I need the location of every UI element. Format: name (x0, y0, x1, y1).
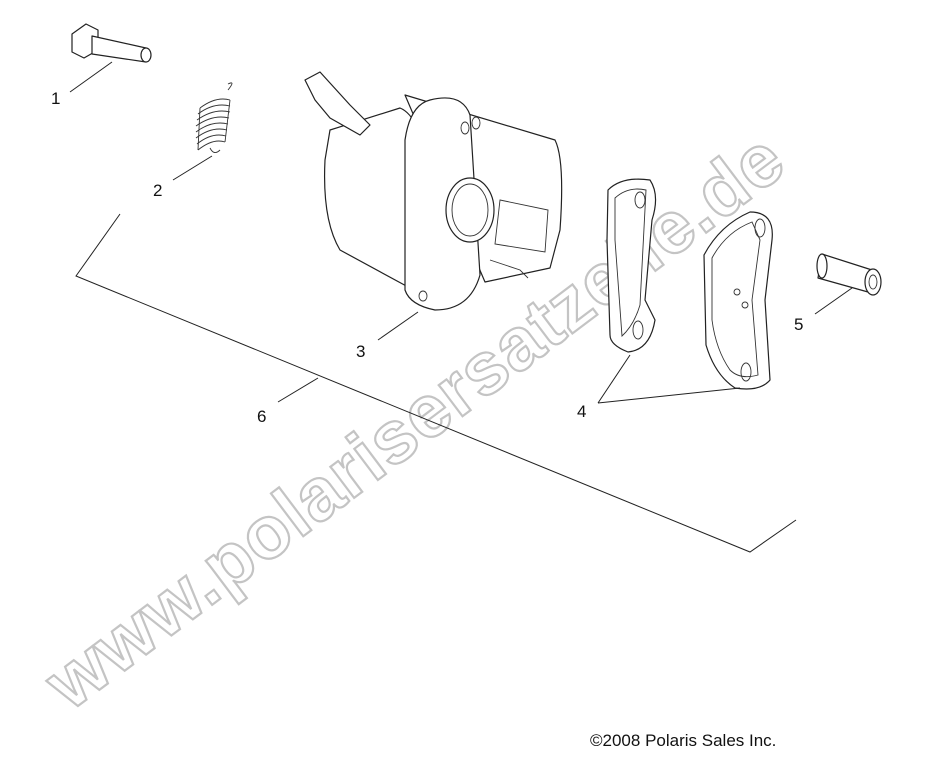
part-2-spring[interactable] (195, 82, 233, 153)
copyright-notice: ©2008 Polaris Sales Inc. (590, 731, 777, 750)
leader-lines (69, 61, 853, 553)
callout-3: 3 (356, 342, 365, 361)
callout-5: 5 (794, 315, 803, 334)
callout-2: 2 (153, 181, 162, 200)
part-5-bushing[interactable] (816, 253, 882, 296)
callout-6: 6 (257, 407, 266, 426)
part-4-brake-pads[interactable] (606, 178, 773, 390)
callout-4: 4 (577, 402, 586, 421)
part-3-caliper[interactable] (304, 71, 563, 311)
callout-1: 1 (51, 89, 60, 108)
part-1-bolt[interactable] (71, 23, 152, 63)
